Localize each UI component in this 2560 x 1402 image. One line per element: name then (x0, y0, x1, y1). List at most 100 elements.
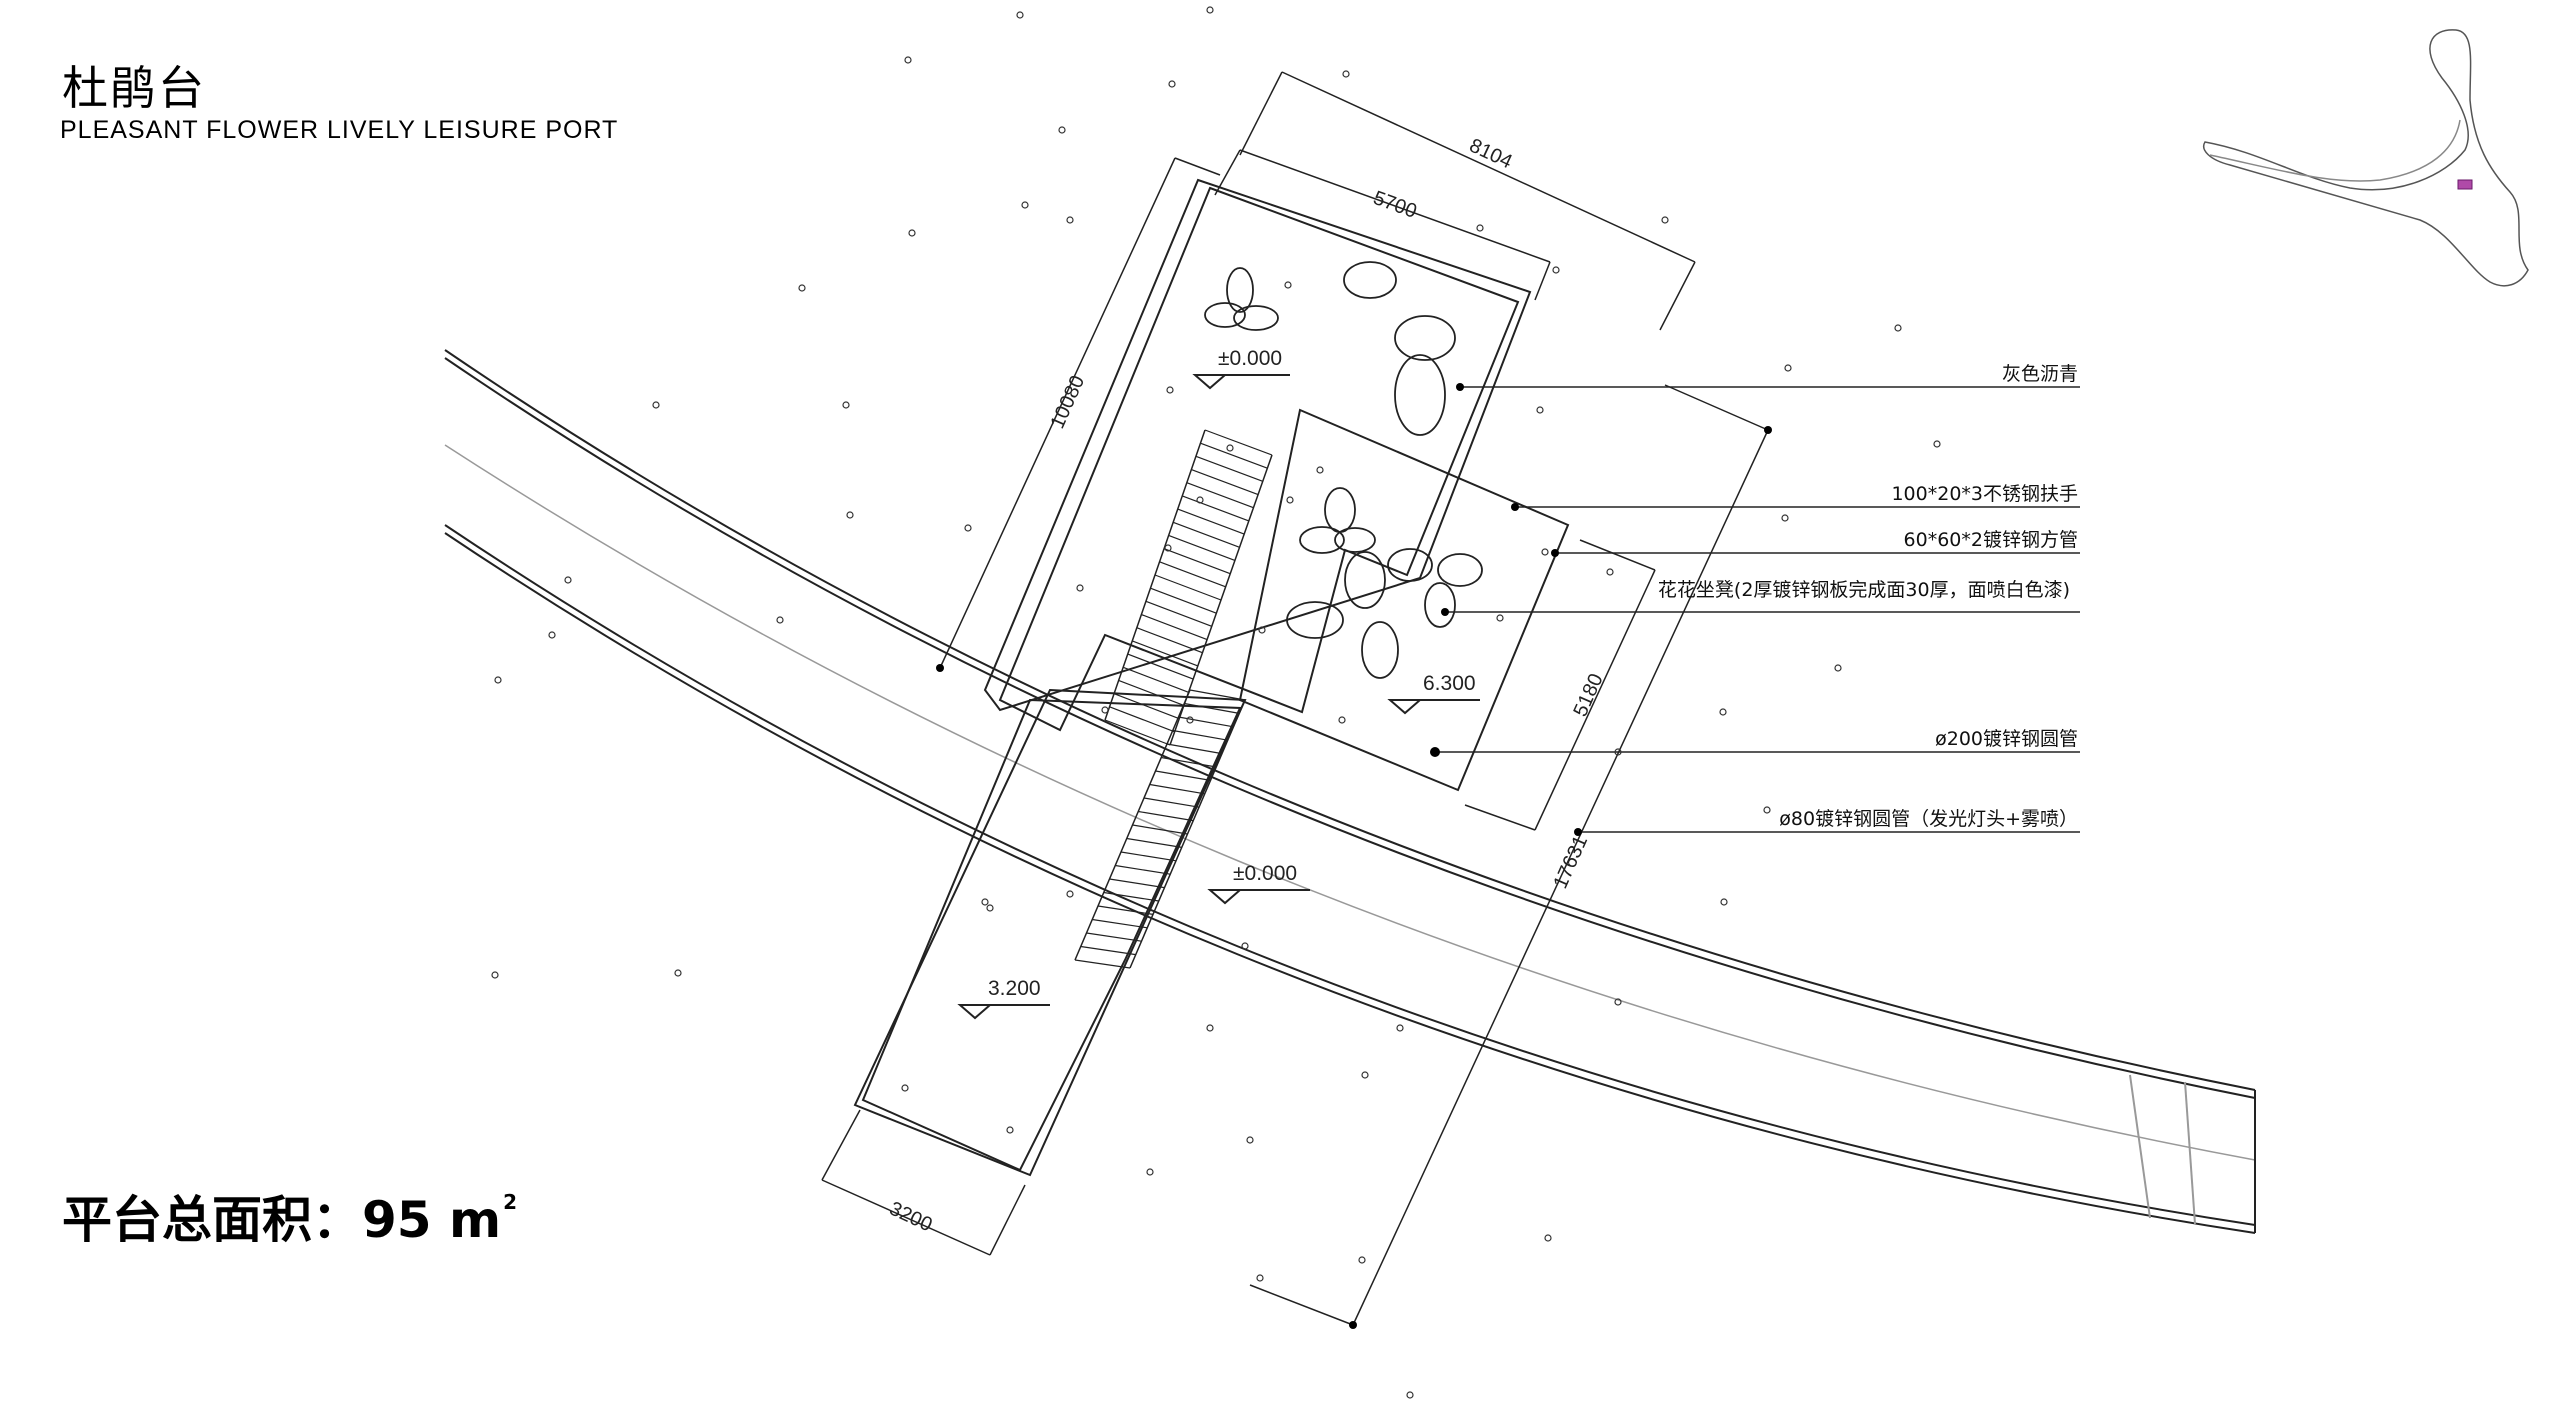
stair-tread (1177, 508, 1245, 535)
survey-dot (846, 511, 854, 519)
survey-dot (1284, 281, 1292, 289)
survey-dot (1358, 1256, 1366, 1264)
level-lower-landing: 3.200 (988, 977, 1041, 1000)
stair-tread (1168, 534, 1236, 562)
survey-dot (1781, 514, 1789, 522)
stair-tread (1150, 587, 1217, 614)
stair-tread (1132, 640, 1199, 667)
stair-tread (1074, 959, 1131, 969)
survey-dot (1834, 664, 1842, 672)
stair-tread (1141, 613, 1208, 641)
survey-dot (1164, 544, 1172, 552)
stair-tread (1104, 719, 1171, 746)
title-chinese: 杜鹃台 (62, 61, 206, 115)
survey-dot (564, 576, 572, 584)
survey-dot (1396, 1024, 1404, 1032)
survey-dot (1933, 440, 1941, 448)
stair-tread (1189, 689, 1246, 701)
stair-tread (1172, 729, 1228, 741)
raised-platform (1238, 408, 1570, 792)
survey-dot (842, 401, 850, 409)
survey-dot (1246, 1136, 1254, 1144)
flower-seat-3b (1299, 526, 1345, 554)
flower-seat-3a (1324, 487, 1356, 533)
scatter-dots (491, 6, 1941, 1399)
stair-tread (1138, 810, 1194, 822)
survey-dot (1196, 496, 1204, 504)
survey-dot (1066, 216, 1074, 224)
stair-tread (1120, 851, 1177, 862)
level-marker-bridge (1207, 889, 1310, 905)
stair-tread (1145, 600, 1212, 627)
dim-line-5700 (1239, 149, 1551, 263)
stair-tread (1204, 429, 1273, 456)
survey-dot (652, 401, 660, 409)
survey-dot (1476, 224, 1484, 232)
survey-dot (1763, 806, 1771, 814)
survey-dot (1606, 568, 1614, 576)
road-joint-2 (2184, 1081, 2196, 1225)
dim-line-3200 (821, 1179, 991, 1256)
stair-treads (1074, 429, 1273, 969)
survey-dot (1101, 706, 1109, 714)
survey-dot (1614, 998, 1622, 1006)
survey-dot (1258, 626, 1266, 634)
stair-tread (1159, 561, 1226, 588)
stair-tread (1127, 653, 1194, 680)
stair-tread (1136, 627, 1203, 654)
dim-line-5180 (1534, 569, 1656, 831)
road-joint-1 (2129, 1074, 2151, 1219)
annotation-flower-seat: 花花坐凳(2厚镀锌钢板完成面30厚，面喷白色漆) (1658, 579, 2070, 601)
survey-dot (674, 969, 682, 977)
survey-dot (1021, 201, 1029, 209)
leader-lines (1435, 386, 2080, 833)
stair-tread (1092, 918, 1148, 929)
upper-platform (998, 186, 1520, 732)
area-text: 平台总面积：95 m (62, 1191, 502, 1249)
flower-seat-4a (1344, 551, 1386, 609)
stair-tread (1149, 783, 1205, 795)
survey-dot (1066, 890, 1074, 898)
survey-dot (1241, 942, 1249, 950)
survey-dot (1256, 1274, 1264, 1282)
survey-dot (1076, 584, 1084, 592)
survey-dot (1226, 444, 1234, 452)
area-superscript: 2 (503, 1190, 518, 1214)
level-marker-lower (957, 1004, 1050, 1020)
stair-tread (1161, 756, 1217, 768)
flower-seat-4b (1286, 601, 1344, 639)
dimension-lines (821, 71, 1769, 1326)
flower-seat-5a (1387, 548, 1433, 582)
survey-dot (776, 616, 784, 624)
survey-dot (1016, 11, 1024, 19)
survey-dot (986, 904, 994, 912)
survey-dot (964, 524, 972, 532)
road-edge-inner-bottom (444, 524, 2256, 1226)
survey-dot (1552, 266, 1560, 274)
survey-dot (1006, 1126, 1014, 1134)
survey-dot (901, 1084, 909, 1092)
flower-seat-3c (1334, 527, 1376, 553)
level-raised-platform: 6.300 (1423, 672, 1476, 695)
survey-dot (1206, 6, 1214, 14)
flower-seats (1204, 261, 1483, 679)
key-map-marker (2457, 179, 2473, 190)
survey-dot (1361, 1071, 1369, 1079)
survey-dot (1784, 364, 1792, 372)
survey-dot (494, 676, 502, 684)
level-marker-top (1192, 374, 1290, 390)
flower-seat-1c (1204, 302, 1246, 328)
stair-tread (1154, 574, 1222, 601)
survey-dot (1316, 466, 1324, 474)
flower-seat-2b (1394, 315, 1456, 361)
stair-tread (1200, 442, 1268, 469)
stair-tread (1163, 548, 1231, 575)
key-map (2203, 29, 2529, 287)
stair-tread (1097, 905, 1154, 915)
lower-landing (861, 698, 1242, 1172)
stair-tread (1080, 945, 1136, 956)
dim-17631: 17631 (1549, 832, 1592, 892)
survey-dot (904, 56, 912, 64)
